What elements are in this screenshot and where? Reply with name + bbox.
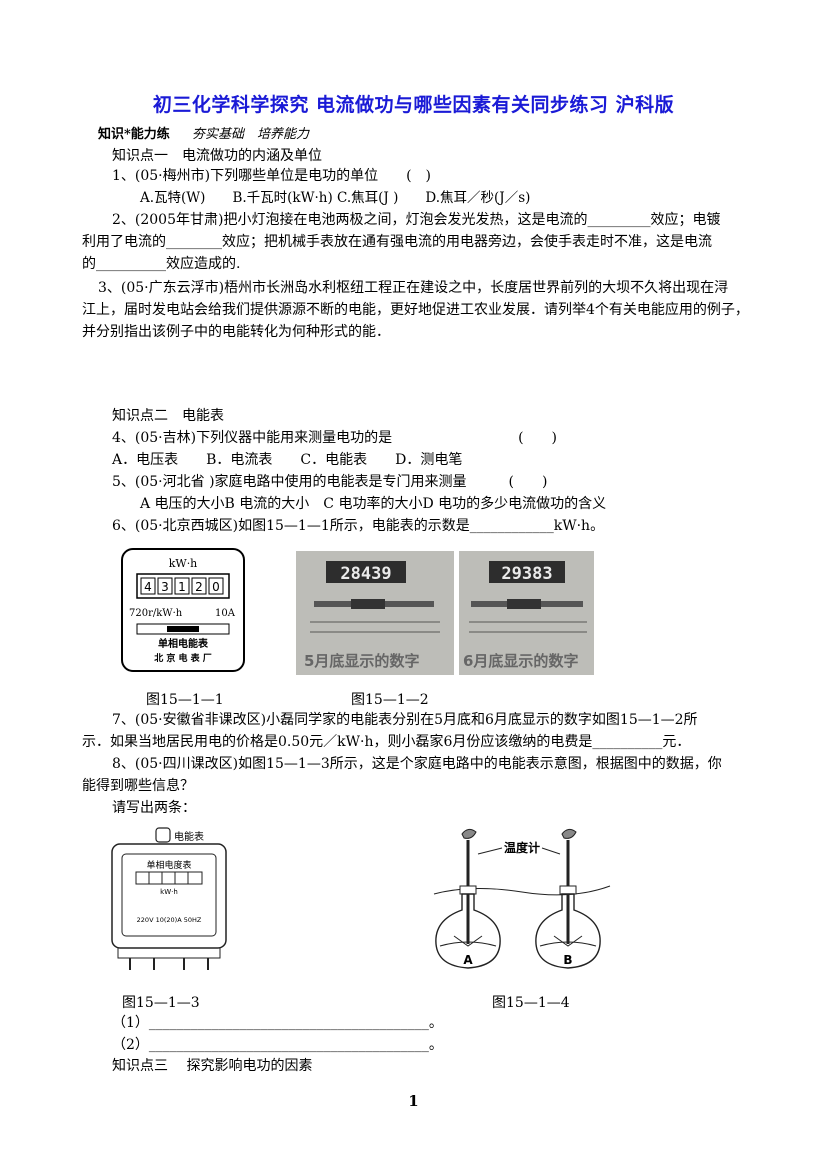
meter1-unit: kW·h <box>169 557 198 570</box>
section-motto: 夯实基础 培养能力 <box>191 127 309 142</box>
question-7-line-2: 示．如果当地居民用电的价格是0.50元／kW·h，则小磊家6月份应该缴纳的电费是… <box>82 734 691 750</box>
question-1: 1、(05·梅州市)下列哪些单位是电功的单位 ( ) <box>112 168 432 184</box>
meter-drawing: kW·h 4 3 1 2 0 720r/kW·h 10A 单相电能表 北 京 电… <box>129 557 236 664</box>
question-1-options: A.瓦特(W) B.千瓦时(kW·h) C.焦耳(J ) D.焦耳／秒(J／s) <box>140 190 531 206</box>
page-number: 1 <box>408 1092 419 1110</box>
figure-15-1-4-flasks: A B 温度计 <box>432 826 612 978</box>
flask-b: B <box>535 828 601 969</box>
section-header: 知识*能力练 夯实基础 培养能力 <box>98 126 309 144</box>
figure-15-1-2-photo-may: 28439 5月底显示的数字 <box>296 551 454 675</box>
question-7-line-1: 7、(05·安徽省非课改区)小磊同学家的电能表分别在5月底和6月底显示的数字如图… <box>112 712 698 728</box>
meter2-top-label: 电能表 <box>174 830 204 843</box>
question-8-line-2: 能得到哪些信息？ <box>82 778 194 794</box>
meter2-rating: 220V 10(20)A 50HZ <box>137 916 202 924</box>
meter1-disc-mark <box>167 626 199 632</box>
question-5: 5、(05·河北省 )家庭电路中使用的电能表是专门用来测量 ( ) <box>112 474 548 490</box>
flask-a-label: A <box>463 953 473 967</box>
thermometer-a-bulb <box>461 828 477 839</box>
question-3-line-2: 江上，届时发电站会给我们提供源源不断的电能，更好地促进工农业发展．请列举4个有关… <box>82 302 749 318</box>
question-2-line-2: 利用了电流的________效应；把机械手表放在通有强电流的用电器旁边，会使手表… <box>82 234 712 250</box>
flask-a: A <box>435 828 501 969</box>
caption-fig-15-1-3: 图15—1—3 <box>122 995 200 1011</box>
photo-june-label: 6月底显示的数字 <box>463 652 579 670</box>
caption-fig-15-1-4: 图15—1—4 <box>492 995 570 1011</box>
meter1-digit-3: 1 <box>178 580 186 594</box>
meter1-digit-4: 2 <box>195 580 203 594</box>
question-2-line-3: 的__________效应造成的. <box>82 256 241 272</box>
meter1-name: 单相电能表 <box>158 637 209 650</box>
meter1-digits: 4 3 1 2 0 <box>140 577 224 595</box>
figure-15-1-3-meter-sketch: 电能表 单相电度表 kW·h 220V 10(20)A 50HZ <box>108 826 230 976</box>
knowledge-point-2: 知识点二 电能表 <box>112 408 224 424</box>
caption-fig-15-1-1: 图15—1—1 <box>146 692 224 708</box>
meter1-rating-left: 720r/kW·h <box>129 608 183 619</box>
question-5-options: A 电压的大小B 电流的大小 C 电功率的大小D 电功的多少电流做功的含义 <box>140 496 607 512</box>
question-4: 4、(05·吉林)下列仪器中能用来测量电功的是 ( ) <box>112 430 558 446</box>
flask-b-label: B <box>563 953 572 967</box>
photo-june-disc <box>507 599 541 609</box>
photo-may-reading: 28439 <box>340 564 391 584</box>
answer-line-2: （2）_____________________________________… <box>112 1037 443 1053</box>
meter1-digit-5: 0 <box>212 580 220 594</box>
photo-june-reading: 29383 <box>501 564 552 584</box>
thermometer-b-bulb <box>561 828 577 839</box>
question-4-options: A．电压表 B．电流表 C．电能表 D．测电笔 <box>112 452 463 468</box>
question-3-line-1: 3、(05·广东云浮市)梧州市长洲岛水利枢纽工程正在建设之中，长度居世界前列的大… <box>98 280 729 296</box>
meter1-maker: 北 京 电 表 厂 <box>154 652 212 664</box>
meter2-unit: kW·h <box>160 888 178 896</box>
knowledge-point-3: 知识点三 探究影响电功的因素 <box>112 1058 313 1074</box>
question-8-line-1: 8、(05·四川课改区)如图15—1—3所示，这是个家庭电路中的电能表示意图，根… <box>112 756 722 772</box>
question-6: 6、(05·北京西城区)如图15—1—1所示，电能表的示数是__________… <box>112 518 605 534</box>
thermometer-label: 温度计 <box>504 840 540 855</box>
answer-line-1: （1）_____________________________________… <box>112 1015 443 1031</box>
figure-15-1-1-meter: kW·h 4 3 1 2 0 720r/kW·h 10A 单相电能表 北 京 电… <box>121 548 245 672</box>
question-8-line-3: 请写出两条： <box>112 800 196 816</box>
knowledge-point-1: 知识点一 电流做功的内涵及单位 <box>112 148 322 164</box>
meter2-name: 单相电度表 <box>146 859 191 871</box>
meter1-digit-2: 3 <box>161 580 169 594</box>
section-header-label: 知识*能力练 <box>98 127 170 142</box>
question-3-line-3: 并分别指出该例子中的电能转化为何种形式的能． <box>82 324 390 340</box>
question-2-line-1: 2、(2005年甘肃)把小灯泡接在电池两极之间，灯泡会发光发热，这是电流的___… <box>112 212 721 228</box>
figure-15-1-2-photo-june: 29383 6月底显示的数字 <box>459 551 594 675</box>
meter1-digit-1: 4 <box>144 580 152 594</box>
caption-fig-15-1-2: 图15—1—2 <box>351 692 429 708</box>
photo-may-disc <box>351 599 385 609</box>
document-title: 初三化学科学探究 电流做功与哪些因素有关同步练习 沪科版 <box>152 94 675 116</box>
photo-may-label: 5月底显示的数字 <box>304 652 420 670</box>
meter1-rating-right: 10A <box>215 608 236 619</box>
